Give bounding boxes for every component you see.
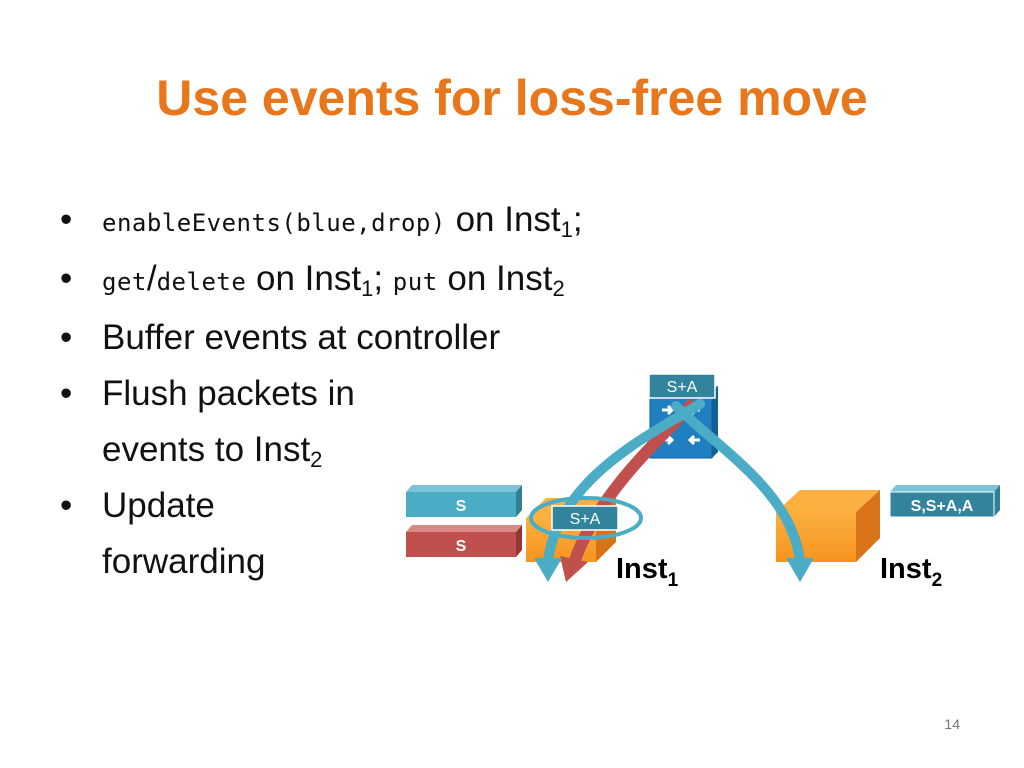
inst2-label-sub: 2 bbox=[932, 570, 943, 591]
bullet-list: enableEvents(blue,drop) on Inst1; get/de… bbox=[58, 192, 583, 590]
inst2-event-tag-label: S,S+A,A bbox=[911, 498, 974, 515]
inst2-block bbox=[776, 490, 880, 562]
inst1-label-sub: 1 bbox=[668, 570, 679, 591]
page-number: 14 bbox=[944, 716, 960, 732]
bullet-get-delete-put: get/delete on Inst1; put on Inst2 bbox=[58, 251, 583, 310]
inst2-event-tag: S,S+A,A bbox=[889, 485, 1000, 518]
switch-tag: S+A bbox=[648, 373, 716, 399]
inst1-label-text: Inst bbox=[616, 553, 668, 585]
code-enable-events: enableEvents(blue,drop) bbox=[102, 209, 446, 237]
code-delete: delete bbox=[156, 268, 247, 296]
blue-flow-arrow-inst2 bbox=[671, 401, 814, 582]
bullet-text: on Inst bbox=[246, 259, 362, 298]
subscript: 1 bbox=[361, 276, 374, 301]
inst2-label: Inst2 bbox=[880, 553, 942, 591]
bullet-update-forwarding: Update forwarding bbox=[58, 478, 583, 590]
switch-tag-label: S+A bbox=[667, 379, 698, 396]
inst1-label: Inst1 bbox=[616, 553, 679, 591]
bullet-text: forwarding bbox=[102, 542, 266, 581]
subscript: 2 bbox=[310, 447, 323, 472]
blue-packet-label: S bbox=[456, 498, 467, 515]
bullet-text: on Inst bbox=[445, 200, 561, 239]
bullet-text: Buffer events at controller bbox=[102, 318, 501, 357]
subscript: 1 bbox=[560, 217, 573, 242]
inst2-label-text: Inst bbox=[880, 553, 932, 585]
bullet-text: on Inst bbox=[437, 259, 553, 298]
inst1-event-tag: S+A bbox=[529, 496, 643, 540]
bullet-text: / bbox=[146, 259, 157, 298]
bullet-enable-events: enableEvents(blue,drop) on Inst1; bbox=[58, 192, 583, 251]
code-put: put bbox=[392, 268, 438, 296]
red-packet: S bbox=[406, 525, 522, 557]
bullet-flush-packets: Flush packets in events to Inst2 bbox=[58, 366, 583, 478]
blue-flow-arrow-inst1 bbox=[534, 399, 705, 582]
bullet-text: Flush packets in bbox=[102, 374, 355, 413]
inst1-event-tag-label: S+A bbox=[570, 511, 601, 528]
red-packet-label: S bbox=[456, 538, 467, 555]
bullet-text: Update bbox=[102, 486, 215, 525]
code-get: get bbox=[102, 268, 147, 296]
blue-packet: S bbox=[406, 485, 522, 517]
subscript: 2 bbox=[552, 276, 565, 301]
slide-title: Use events for loss-free move bbox=[156, 70, 868, 126]
bullet-text: events to Inst bbox=[102, 430, 311, 469]
bullet-buffer-events: Buffer events at controller bbox=[58, 310, 583, 366]
bullet-text: ; bbox=[373, 259, 393, 298]
bullet-text: ; bbox=[572, 200, 583, 239]
